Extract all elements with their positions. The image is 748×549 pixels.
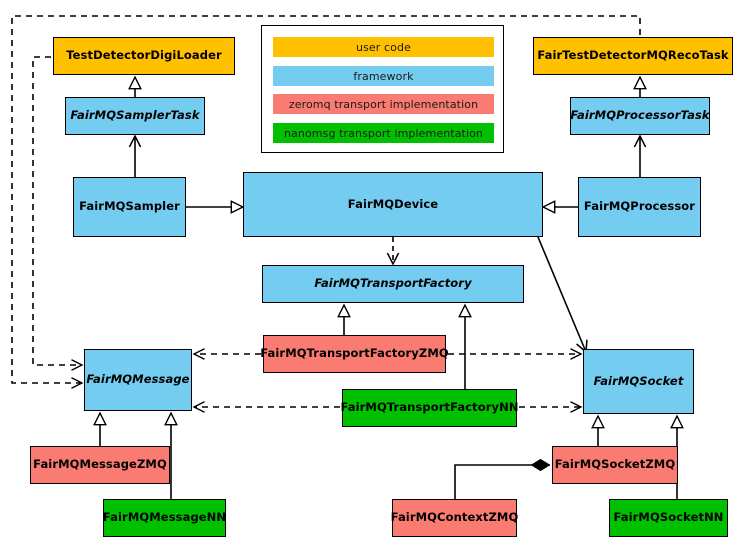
legend-panel: user code framework zeromq transport imp… bbox=[261, 25, 504, 153]
class-node-fair-mq-message[interactable]: FairMQMessage bbox=[84, 349, 192, 411]
class-node-test-detector-digi-loader[interactable]: TestDetectorDigiLoader bbox=[53, 37, 235, 75]
class-node-fair-mq-transport-factory-zmq[interactable]: FairMQTransportFactoryZMQ bbox=[260, 335, 449, 373]
class-node-fair-mq-processor[interactable]: FairMQProcessor bbox=[578, 177, 701, 237]
class-node-fair-mq-socket[interactable]: FairMQSocket bbox=[583, 349, 694, 414]
class-node-fair-mq-transport-factory-nn[interactable]: FairMQTransportFactoryNN bbox=[340, 389, 518, 427]
edge-device-to-socket bbox=[537, 236, 588, 354]
class-node-fair-mq-socket-nn[interactable]: FairMQSocketNN bbox=[609, 499, 728, 537]
class-node-fair-mq-socket-zmq[interactable]: FairMQSocketZMQ bbox=[552, 446, 678, 484]
legend-item-user-code: user code bbox=[273, 37, 494, 57]
legend-item-nanomsg: nanomsg transport implementation bbox=[273, 123, 494, 143]
class-node-fair-mq-transport-factory[interactable]: FairMQTransportFactory bbox=[262, 265, 524, 303]
class-node-fair-mq-sampler-task[interactable]: FairMQSamplerTask bbox=[65, 97, 205, 135]
edge-contextzmq-to-socketzmq bbox=[454, 465, 550, 499]
class-node-fair-mq-message-nn[interactable]: FairMQMessageNN bbox=[103, 499, 226, 537]
class-node-fair-mq-sampler[interactable]: FairMQSampler bbox=[73, 177, 186, 237]
class-node-fair-test-detector-mq-reco-task[interactable]: FairTestDetectorMQRecoTask bbox=[533, 37, 733, 75]
class-node-fair-mq-device[interactable]: FairMQDevice bbox=[243, 172, 543, 237]
legend-item-zeromq: zeromq transport implementation bbox=[273, 94, 494, 114]
class-node-fair-mq-processor-task[interactable]: FairMQProcessorTask bbox=[570, 97, 710, 135]
class-node-fair-mq-message-zmq[interactable]: FairMQMessageZMQ bbox=[30, 446, 170, 484]
legend-item-framework: framework bbox=[273, 66, 494, 86]
class-node-fair-mq-context-zmq[interactable]: FairMQContextZMQ bbox=[391, 499, 518, 537]
